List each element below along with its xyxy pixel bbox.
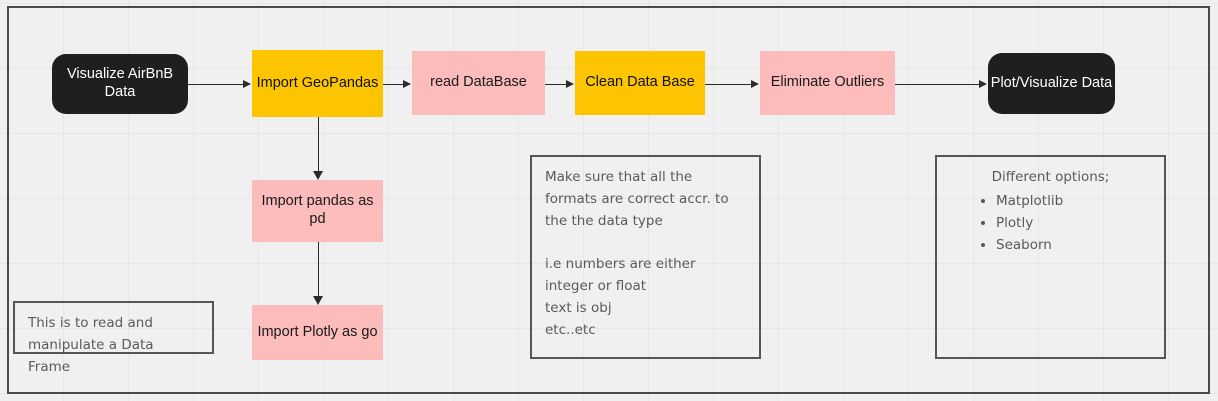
node-eliminate-outliers[interactable]: Eliminate Outliers	[760, 51, 895, 115]
canvas-frame	[7, 6, 1210, 394]
node-clean-data-base[interactable]: Clean Data Base	[575, 51, 705, 115]
node-label: Visualize AirBnB Data	[66, 66, 174, 100]
node-import-plotly-as-go[interactable]: Import Plotly as go	[252, 305, 383, 360]
arrowhead-to-import-pandas	[313, 171, 323, 180]
connector-read-to-clean	[545, 84, 566, 85]
connector-start-to-geopandas	[188, 84, 244, 85]
options-title: Different options;	[991, 169, 1110, 185]
node-visualize-airbnb-data[interactable]: Visualize AirBnB Data	[52, 54, 188, 114]
node-import-geopandas[interactable]: Import GeoPandas	[252, 50, 383, 117]
node-label: Import GeoPandas	[256, 74, 379, 91]
connector-geopandas-to-read	[383, 84, 403, 85]
arrowhead-to-read-database	[403, 79, 411, 88]
list-item: Matplotlib	[996, 191, 1151, 213]
node-label: Import pandas as pd	[261, 193, 374, 227]
connector-eliminate-to-plot	[895, 84, 979, 85]
note-different-options: Different options; Matplotlib Plotly Sea…	[935, 155, 1166, 359]
list-item: Seaborn	[996, 235, 1151, 257]
node-label: Plot/Visualize Data	[990, 74, 1113, 91]
arrowhead-to-clean-database	[566, 79, 574, 88]
connector-pandas-to-plotly	[318, 242, 319, 296]
node-label: Clean Data Base	[585, 74, 695, 91]
note-dataframe: This is to read and manipulate a Data Fr…	[13, 301, 214, 375]
node-label: Eliminate Outliers	[770, 74, 885, 91]
arrowhead-to-eliminate-outliers	[751, 79, 759, 88]
connector-clean-to-eliminate	[705, 84, 751, 85]
node-label: read DataBase	[430, 74, 527, 91]
list-item: Plotly	[996, 213, 1151, 235]
node-label: Import Plotly as go	[257, 323, 378, 340]
note-formats: Make sure that all the formats are corre…	[530, 155, 761, 359]
arrowhead-to-plot-visualize	[979, 79, 987, 88]
arrowhead-to-geopandas	[243, 79, 251, 88]
node-plot-visualize-data[interactable]: Plot/Visualize Data	[988, 53, 1115, 114]
arrowhead-to-import-plotly	[313, 296, 323, 305]
options-list: Matplotlib Plotly Seaborn	[950, 191, 1151, 257]
connector-geopandas-to-pandas	[318, 117, 319, 171]
node-import-pandas-as-pd[interactable]: Import pandas as pd	[252, 180, 383, 242]
node-read-database[interactable]: read DataBase	[412, 51, 545, 115]
